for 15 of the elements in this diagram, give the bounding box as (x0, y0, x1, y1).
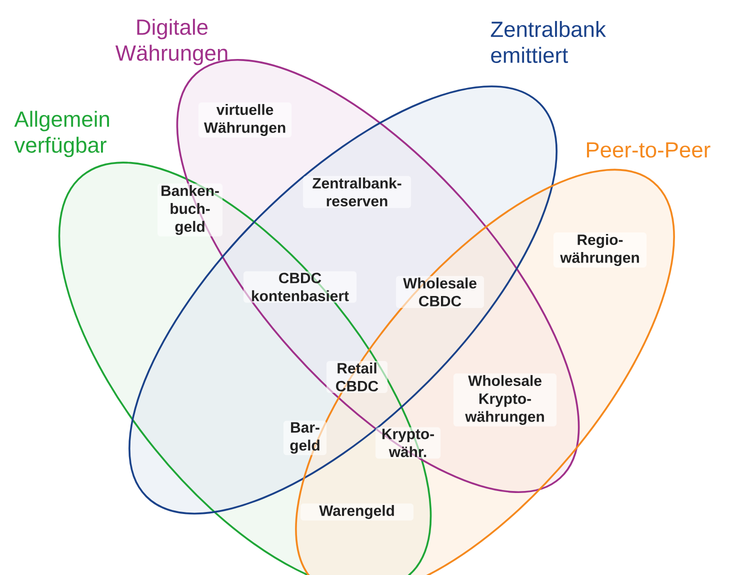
region-label: Warengeld (300, 503, 414, 520)
region-label: CBDC kontenbasiert (244, 271, 356, 303)
region-label: Zentralbank- reserven (303, 176, 411, 208)
set-title: Allgemein verfügbar (14, 110, 109, 158)
region-label: Banken- buch- geld (158, 184, 222, 236)
region-label: Krypto- währ. (376, 427, 440, 459)
region-label: Wholesale Krypto- währungen (454, 374, 556, 426)
set-title: Zentralbank emittiert (490, 20, 606, 63)
region-label: Wholesale CBDC (396, 276, 484, 308)
region-label: virtuelle Währungen (198, 102, 292, 138)
set-title: Peer-to-Peer (587, 142, 710, 158)
region-label: Regio- währungen (554, 232, 646, 268)
set-title: Digitale Währungen (115, 18, 228, 66)
region-label: Retail CBDC (326, 361, 388, 393)
region-label: Bar- geld (284, 420, 326, 456)
